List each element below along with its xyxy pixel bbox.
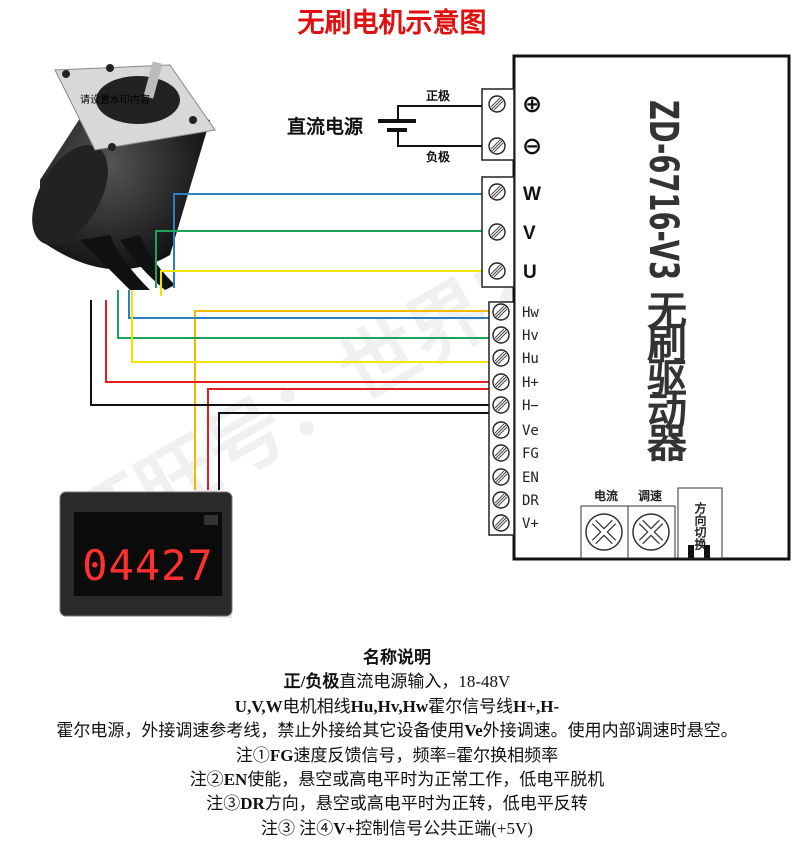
battery-icon [378,105,482,147]
speed-pot-label: 调速 [638,488,662,503]
terminal-hv: Hv [522,328,539,344]
screw-icon [488,183,506,201]
page-title: 无刷电机示意图 [298,7,487,39]
wire-u [160,270,482,296]
driver-model: ZD-6716-V3 [640,100,686,280]
driver-name-char: 器 [647,421,688,467]
wire-v [155,230,482,288]
note-line: 注③ 注④V+控制信号公共正端(+5V) [0,817,794,841]
note-text: 注① [235,745,270,765]
note-keyword: H+,H- [513,696,560,716]
terminal-u: U [523,262,537,283]
driver-name-char: 动 [647,389,687,435]
motor-image: 请设置水印内容 [32,61,216,290]
power-supply-label: 直流电源 [287,115,363,138]
note-keyword: Ve [464,721,483,741]
screw-icon [488,223,506,241]
terminal-positive: ⊕ [522,90,542,118]
terminal-vplus: V+ [522,516,539,532]
note-text: 霍尔电源，外接调速参考线，禁止外接给其它设备使用 [56,721,465,741]
speed-meter: 04427 [59,491,233,619]
wire-w [173,193,482,288]
terminal-fg: FG [522,446,539,462]
meter-reading: 04427 [82,541,213,590]
driver-name-char: 无 [647,289,687,335]
terminal-hw: Hw [522,305,539,321]
note-line: 霍尔电源，外接调速参考线，禁止外接给其它设备使用Ve外接调速。使用内部调速时悬空… [0,719,794,743]
wire-hminus [90,300,489,406]
driver-name-char: 刷 [647,322,687,368]
wire-hplus [105,300,489,383]
speed-potentiometer[interactable] [627,505,676,559]
terminal-hu: Hu [522,351,539,367]
note-text: 霍尔信号线 [428,696,514,716]
note-text: 注③ 注④ [261,818,334,838]
note-keyword: V+ [333,818,356,838]
note-keyword: DR [240,794,265,814]
terminal-hplus: H+ [522,375,539,391]
current-potentiometer[interactable] [580,505,629,559]
direction-switch-label: 方向切换 [693,501,707,551]
note-keyword: FG [269,745,294,765]
notes-heading: 名称说明 [363,648,431,667]
note-text: 速度反馈信号，频率=霍尔换相频率 [293,745,559,765]
terminal-v: V [523,223,536,244]
note-line: 正/负极直流电源输入，18-48V [0,670,794,694]
wire-hu [131,290,489,363]
driver-name-char: 驱 [647,356,687,402]
terminal-w: W [523,184,541,205]
note-text: 电机相线 [282,696,351,716]
wire-red-meter [207,388,489,490]
terminal-dr: DR [522,493,539,509]
wire-black-meter [218,412,489,490]
direction-switch[interactable]: 方向切换 [677,487,723,559]
wire-hv [117,290,489,339]
screw-icon [488,137,506,155]
wire-orange [194,310,489,490]
note-line: 注①FG速度反馈信号，频率=霍尔换相频率 [0,744,794,768]
note-text: 控制信号公共正端(+5V) [355,818,533,838]
positive-label: 正极 [426,88,451,103]
note-line: U,V,W电机相线Hu,Hv,Hw霍尔信号线H+,H- [0,695,794,719]
screw-icon [488,262,506,280]
note-keyword: Hu,Hv,Hw [350,696,429,716]
note-text: 注② [189,769,224,789]
driver-box [512,54,791,561]
note-keyword: EN [223,769,248,789]
terminal-negative: ⊖ [522,132,542,160]
note-text: 使能，悬空或高电平时为正常工作，低电平脱机 [247,769,605,789]
note-text: 方向，悬空或高电平时为正转，低电平反转 [264,794,588,814]
phase-wires [155,193,482,296]
note-keyword: 正/负极 [283,672,340,692]
note-text: 注③ [206,794,241,814]
note-keyword: U,V,W [234,696,283,716]
note-line: 注③DR方向，悬空或高电平时为正转，低电平反转 [0,792,794,816]
hall-wires [90,290,489,490]
terminal-hminus: H− [522,398,539,414]
screw-icon [488,95,506,113]
watermark-small: 请设置水印内容 [80,93,150,106]
current-pot-label: 电流 [594,488,618,503]
note-text: 外接调速。使用内部调速时悬空。 [482,721,738,741]
note-line: 注②EN使能，悬空或高电平时为正常工作，低电平脱机 [0,768,794,792]
terminal-ve: Ve [522,423,539,439]
note-text: 直流电源输入，18-48V [339,672,511,692]
terminal-en: EN [522,470,539,486]
negative-label: 负极 [426,149,451,164]
wire-hw [128,290,489,319]
